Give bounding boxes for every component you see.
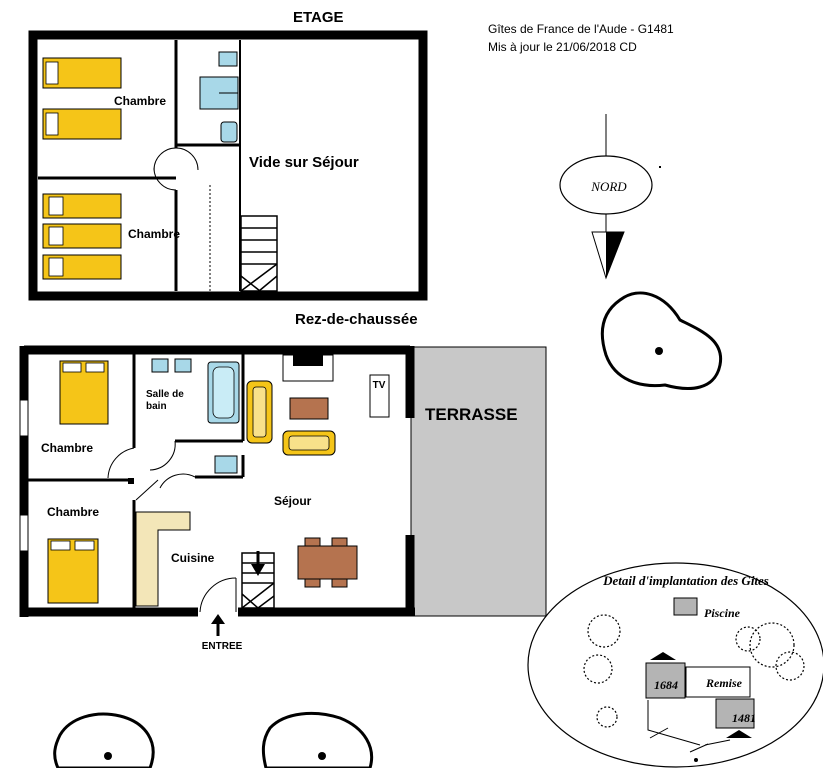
sink [151, 358, 169, 373]
toilet [214, 455, 238, 474]
rdc-title: Rez-de-chaussée [295, 311, 418, 328]
pillow [48, 257, 64, 277]
north-compass: NORD [559, 114, 661, 280]
rdc-room-label-chambre-1: Chambre [41, 441, 93, 455]
rdc-plan: TERRASSE [19, 345, 547, 652]
pillow [74, 540, 95, 551]
etage-title: ETAGE [293, 9, 344, 26]
chair [331, 578, 348, 588]
marker-icon [726, 730, 752, 738]
terrace-label: TERRASSE [425, 405, 518, 424]
chair [331, 537, 348, 547]
gite-building [645, 662, 686, 699]
dining-table [297, 545, 358, 580]
chair [304, 578, 321, 588]
site-path [647, 700, 701, 746]
shed [685, 666, 751, 698]
pillow [85, 362, 105, 373]
sink [220, 121, 238, 143]
door-swing [159, 473, 196, 489]
chair [304, 537, 321, 547]
kitchen-counter [135, 511, 191, 607]
door-swing [199, 577, 237, 613]
header-update-date: Mis à jour le 21/06/2018 CD [488, 40, 637, 54]
pillow [45, 61, 59, 85]
etage-room-label-chambre-1: Chambre [114, 94, 166, 108]
header-title: Gîtes de France de l'Aude - G1481 [488, 22, 674, 36]
coffee-table [289, 397, 329, 420]
door-swing [149, 440, 176, 471]
compass-ellipse [559, 155, 653, 215]
tree-icon [261, 711, 374, 768]
rdc-room-label-bathroom-line2: bain [146, 401, 167, 412]
pillow [45, 112, 59, 136]
sink [174, 358, 192, 373]
gite-building [715, 698, 755, 729]
stairs [240, 215, 278, 292]
pool-label: Piscine [704, 606, 741, 620]
gite-label-b: 1481 [732, 711, 756, 725]
etage-void-label: Vide sur Séjour [249, 154, 359, 171]
site-detail: Detail d'implantation des Gites Piscine … [527, 562, 823, 768]
window [19, 514, 29, 552]
etage-plan: Chambre Chambre Vide sur Séjour [28, 30, 428, 301]
door-swing [153, 167, 177, 191]
pool [673, 597, 698, 616]
rdc-room-label-kitchen: Cuisine [171, 551, 215, 565]
pillow [62, 362, 82, 373]
rdc-room-label-bathroom-line1: Salle de [146, 389, 184, 400]
compass-label: NORD [590, 179, 627, 194]
pillow [50, 540, 71, 551]
gite-label-a: 1684 [654, 678, 678, 692]
pillow [48, 226, 64, 246]
marker-icon [650, 652, 676, 660]
tv-stand [369, 374, 390, 418]
rdc-wall [135, 479, 159, 501]
etage-outer-wall [28, 30, 428, 301]
door-swing [107, 447, 135, 479]
tree-icon [583, 614, 805, 728]
tv-label: TV [373, 380, 386, 391]
tree-icon [53, 712, 155, 768]
rdc-room-label-chambre-2: Chambre [47, 505, 99, 519]
entrance-label: ENTREE [202, 641, 243, 652]
site-detail-title: Detail d'implantation des Gites [602, 573, 769, 588]
shed-label: Remise [705, 676, 743, 690]
etage-room-label-chambre-2: Chambre [128, 227, 180, 241]
pillow [48, 196, 64, 216]
door-swing [153, 147, 177, 171]
tree-icon [600, 291, 723, 390]
door-swing [175, 147, 199, 171]
terrace-area [410, 346, 547, 617]
toilet [218, 51, 238, 67]
window [19, 399, 29, 437]
rdc-room-label-living: Séjour [274, 494, 312, 508]
